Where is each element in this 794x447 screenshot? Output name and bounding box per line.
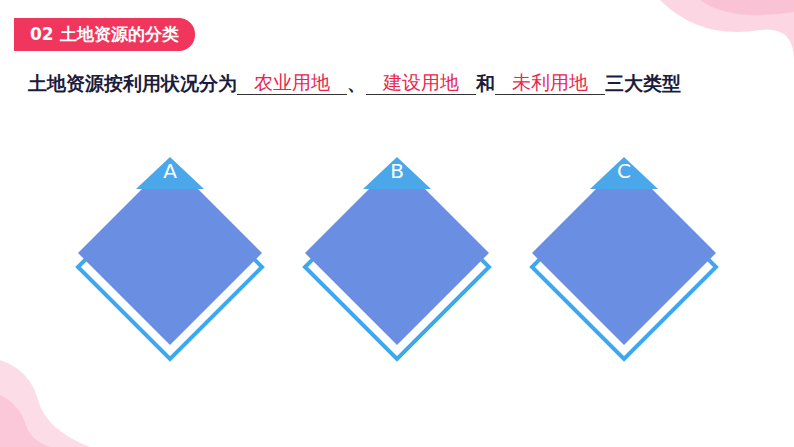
corner-blob [660, 0, 794, 60]
diamond-letter: C [526, 159, 722, 183]
diamond-card: A [72, 155, 268, 365]
diamond-letter: B [299, 159, 495, 183]
corner-blob [0, 395, 50, 447]
answer-text: 农业用地 [237, 70, 347, 95]
diamond-shape [526, 155, 722, 365]
answer-text: 建设用地 [366, 70, 476, 95]
sentence-text: 和 [476, 71, 495, 95]
diamond-card: C [526, 155, 722, 365]
sentence-text: 三大类型 [605, 71, 681, 95]
diamond-shape [72, 155, 268, 365]
section-title: 02 土地资源的分类 [14, 18, 195, 51]
corner-blob [700, 0, 794, 15]
diamond-letter: A [72, 159, 268, 183]
diamond-shape [299, 155, 495, 365]
sentence-text: 、 [347, 71, 366, 95]
corner-blob [0, 360, 90, 447]
fill-in-sentence: 土地资源按利用状况分为农业用地、建设用地和未利用地三大类型 [28, 70, 681, 95]
diamond-card: B [299, 155, 495, 365]
sentence-text: 土地资源按利用状况分为 [28, 71, 237, 95]
answer-text: 未利用地 [495, 70, 605, 95]
